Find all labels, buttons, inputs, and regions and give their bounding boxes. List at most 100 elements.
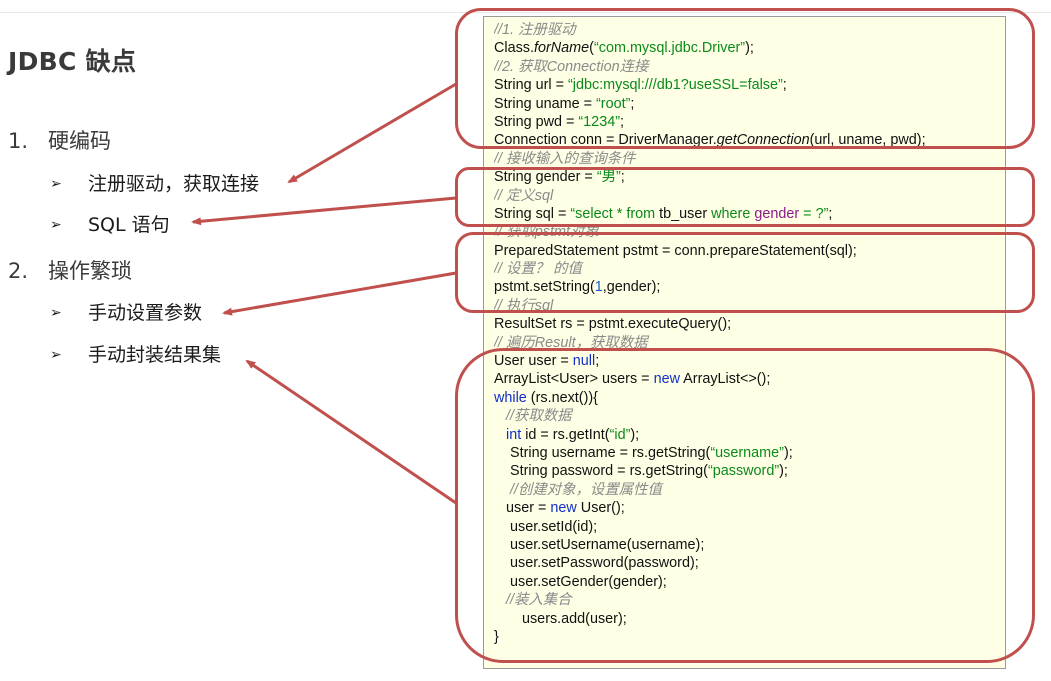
section-number: 2.: [8, 259, 29, 283]
drawback-list: 1.硬编码 ➢注册驱动，获取连接 ➢SQL 语句 2.操作繁琐 ➢手动设置参数 …: [0, 0, 440, 400]
code-comment: // 遍历Result，获取数据: [494, 334, 648, 351]
code-line: pstmt.setString(1,gender);: [494, 278, 1005, 296]
code-token: ;: [630, 95, 635, 112]
code-token: user.setGender(gender);: [494, 573, 667, 590]
code-token: [494, 592, 506, 608]
code-line: user.setId(id);: [494, 518, 1005, 536]
code-token: = ?”: [799, 205, 829, 222]
code-token: );: [630, 426, 640, 443]
code-token: [494, 427, 506, 443]
code-token: ;: [782, 77, 787, 94]
code-token: ArrayList<User> users =: [494, 371, 654, 388]
code-token: pstmt.setString(: [494, 279, 595, 296]
code-line: String pwd = “1234”;: [494, 113, 1005, 131]
code-token: “id”: [609, 426, 631, 443]
code-token: (: [589, 40, 594, 57]
code-line: String sql = “select * from tb_user wher…: [494, 205, 1005, 223]
code-token: user.setUsername(username);: [494, 536, 705, 553]
code-line: // 接收输入的查询条件: [494, 150, 1005, 168]
code-token: “com.mysql.jdbc.Driver”: [593, 40, 746, 57]
code-token: “1234”: [578, 113, 620, 130]
code-token: “select * from: [570, 205, 660, 222]
arrow-bullet-icon: ➢: [50, 176, 62, 192]
list-item: ➢手动封装结果集: [50, 341, 221, 369]
code-line: //1. 注册驱动: [494, 21, 1005, 39]
section-number: 1.: [8, 129, 29, 153]
list-item: ➢ 手动设置参数: [50, 299, 202, 327]
code-line: ResultSet rs = pstmt.executeQuery();: [494, 315, 1005, 333]
code-token: String url =: [494, 77, 568, 94]
code-token: String pwd =: [494, 113, 579, 130]
code-line: ArrayList<User> users = new ArrayList<>(…: [494, 370, 1005, 388]
code-token: String password = rs.getString(: [494, 463, 708, 480]
section-tedious-operations: 2. 操作繁琐: [8, 256, 132, 286]
code-token: forName: [533, 40, 590, 57]
code-line: user = new User();: [494, 499, 1005, 517]
code-token: while: [494, 389, 527, 406]
code-line: String gender = “男”;: [494, 168, 1005, 186]
code-comment: // 设置？ 的值: [494, 261, 582, 278]
code-line: while (rs.next()){: [494, 389, 1005, 407]
code-line: String username = rs.getString(“username…: [494, 444, 1005, 462]
code-token: where: [711, 205, 755, 222]
code-token: “root”: [596, 95, 631, 112]
code-line: users.add(user);: [494, 610, 1005, 628]
list-item: ➢SQL 语句: [50, 211, 170, 239]
code-token: “password”: [707, 463, 780, 480]
section-label: 操作繁琐: [48, 259, 132, 283]
code-line: user.setGender(gender);: [494, 573, 1005, 591]
code-token: ResultSet rs = pstmt.executeQuery();: [494, 316, 732, 333]
code-line: // 定义sql: [494, 187, 1005, 205]
arrow-bullet-icon: ➢: [50, 305, 62, 321]
code-line: String url = “jdbc:mysql:///db1?useSSL=f…: [494, 76, 1005, 94]
code-token: User();: [576, 500, 625, 517]
code-token: String sql =: [494, 205, 571, 222]
code-line: String password = rs.getString(“password…: [494, 462, 1005, 480]
code-token: ;: [620, 113, 624, 130]
list-item-label: 注册驱动，获取连接: [88, 173, 260, 195]
code-token: User user =: [494, 353, 573, 370]
section-hardcoding: 1.硬编码: [8, 126, 111, 156]
code-comment: // 获取pstmt对象: [494, 224, 599, 241]
code-line: user.setUsername(username);: [494, 536, 1005, 554]
code-token: user.setPassword(password);: [494, 555, 699, 572]
code-token: int: [506, 426, 522, 443]
code-token: (url, uname, pwd);: [809, 132, 926, 149]
arrow-bullet-icon: ➢: [50, 347, 62, 363]
code-token: 1: [594, 279, 603, 296]
code-token: }: [494, 628, 499, 645]
code-line: PreparedStatement pstmt = conn.prepareSt…: [494, 242, 1005, 260]
list-item-label: SQL 语句: [88, 214, 170, 236]
code-token: PreparedStatement pstmt = conn.prepareSt…: [494, 242, 857, 259]
code-token: );: [745, 40, 754, 57]
slide-top-divider: [0, 12, 1051, 13]
code-line: String uname = “root”;: [494, 95, 1005, 113]
code-line: // 获取pstmt对象: [494, 223, 1005, 241]
code-token: String gender =: [494, 169, 597, 186]
code-comment: // 定义sql: [494, 187, 554, 204]
code-token: String uname =: [494, 95, 596, 112]
code-line: User user = null;: [494, 352, 1005, 370]
code-token: ;: [828, 205, 833, 222]
code-token: String username = rs.getString(: [494, 444, 711, 461]
code-line: // 遍历Result，获取数据: [494, 334, 1005, 352]
code-comment: //装入集合: [506, 592, 572, 609]
code-token: );: [779, 463, 788, 480]
code-token: “username”: [710, 444, 784, 461]
code-token: user.setId(id);: [494, 518, 598, 535]
code-token: ;: [595, 353, 600, 370]
code-token: );: [783, 444, 793, 461]
code-line: }: [494, 628, 1005, 646]
list-item-label: 手动设置参数: [88, 302, 203, 324]
code-line: user.setPassword(password);: [494, 554, 1005, 572]
code-token: getConnection: [716, 132, 810, 149]
code-token: ,gender);: [602, 279, 661, 296]
list-item: ➢ 注册驱动，获取连接: [50, 170, 259, 198]
code-line: int id = rs.getInt(“id”);: [494, 426, 1005, 444]
code-token: ;: [620, 169, 625, 186]
code-token: Class.: [494, 40, 534, 57]
code-comment: //创建对象，设置属性值: [510, 481, 662, 498]
code-line: Class.forName(“com.mysql.jdbc.Driver”);: [494, 39, 1005, 57]
code-token: new: [653, 371, 680, 388]
